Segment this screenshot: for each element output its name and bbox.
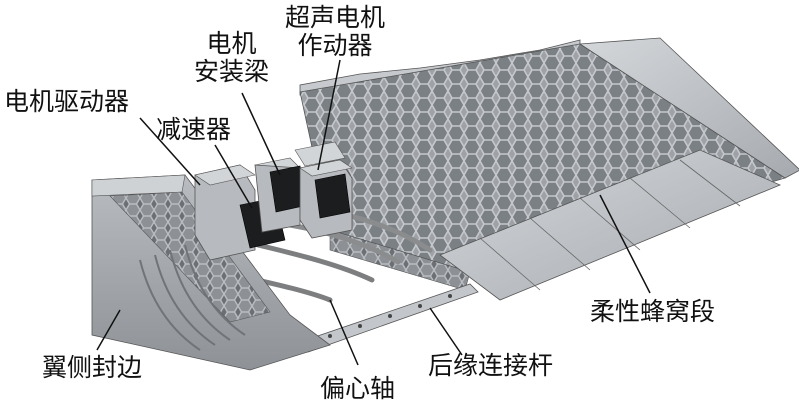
label-flexible-honeycomb-segment: 柔性蜂窝段	[590, 297, 716, 326]
label-motor-mount-beam: 电机 安装梁	[194, 30, 269, 86]
trailing-edge-link-rod	[299, 283, 479, 353]
label-motor-mount-beam-line2: 安装梁	[194, 57, 270, 86]
honeycomb-skin-plates	[439, 37, 799, 301]
label-ultrasonic-actuator: 超声电机 作动器	[285, 4, 385, 60]
label-ultrasonic-actuator-line1: 超声电机	[285, 3, 386, 32]
label-reducer: 减速器	[156, 115, 232, 144]
wing-side-edge-block	[91, 174, 331, 371]
label-motor-driver: 电机驱动器	[4, 87, 130, 116]
label-motor-mount-beam-line1: 电机	[206, 29, 257, 58]
label-eccentric-shaft: 偏心轴	[320, 374, 396, 403]
ultrasonic-actuator	[299, 159, 353, 239]
leader-lines	[96, 59, 651, 366]
label-wing-side-edge: 翼侧封边	[42, 353, 143, 382]
reducer-block	[239, 157, 301, 249]
label-ultrasonic-actuator-line2: 作动器	[297, 31, 373, 60]
label-trailing-edge-link: 后缘连接杆	[428, 351, 554, 380]
motor-mount-beam	[269, 141, 346, 213]
